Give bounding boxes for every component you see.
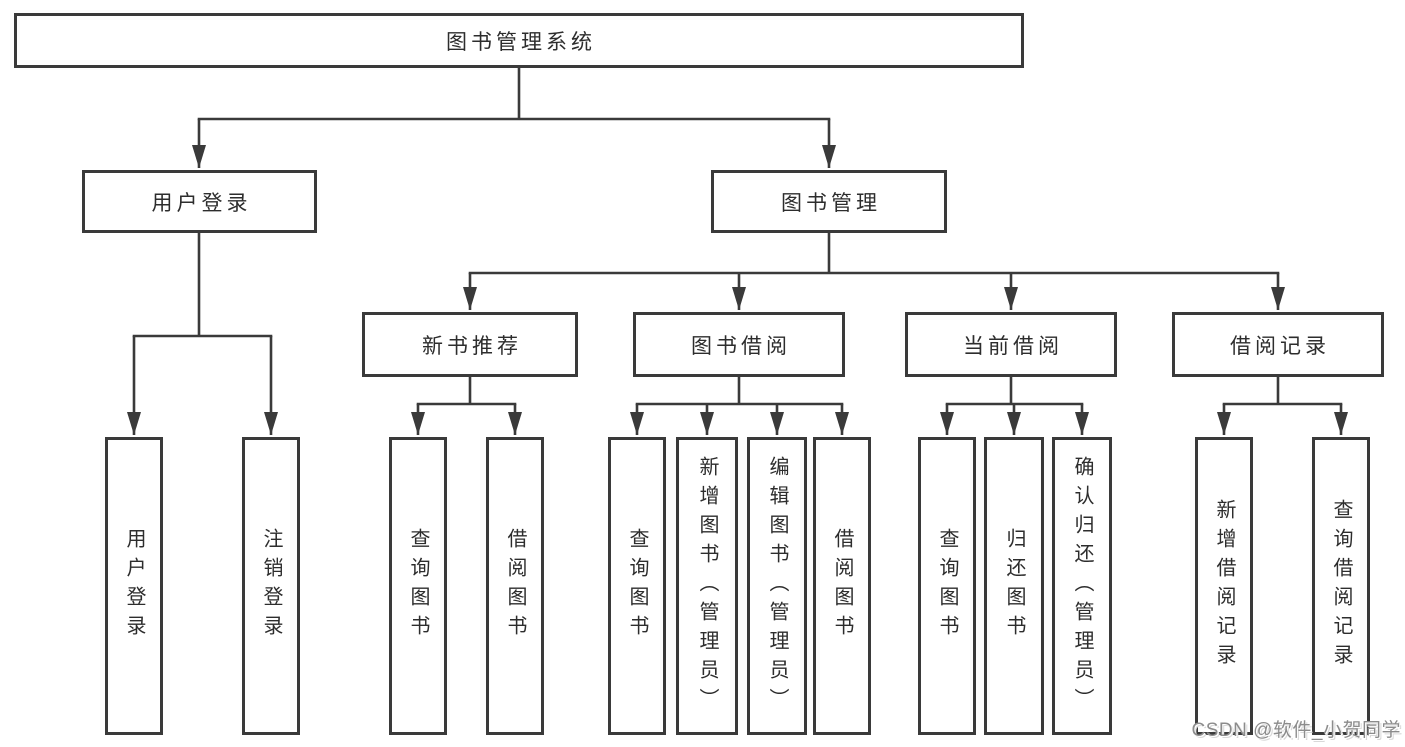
node-label: 新增借阅记录: [1213, 499, 1235, 673]
node-user-login: 用户登录: [82, 170, 317, 233]
node-label: 归还图书: [1003, 528, 1025, 644]
edge-user-login-rail: [132, 231, 273, 338]
node-label: 用户登录: [151, 191, 252, 215]
node-label: 图书管理: [781, 191, 881, 215]
node-current-borrowing: 当前借阅: [905, 312, 1117, 377]
node-label: 查询借阅记录: [1330, 499, 1352, 673]
node-records-add-record: 新增借阅记录: [1195, 437, 1253, 735]
node-label: 新书推荐: [422, 334, 522, 358]
node-recommend-query-books: 查询图书: [389, 437, 447, 735]
edge-records-rail: [1222, 375, 1343, 406]
node-label: 新增图书（管理员）: [696, 455, 718, 717]
node-label: 用户登录: [123, 528, 145, 644]
node-label: 借阅图书: [831, 528, 853, 644]
node-recommend-borrow-books: 借阅图书: [486, 437, 544, 735]
node-borrowing-edit-books-admin: 编辑图书（管理员）: [747, 437, 807, 735]
node-borrowing-records: 借阅记录: [1172, 312, 1384, 377]
node-label: 注销登录: [260, 528, 282, 644]
node-book-borrowing: 图书借阅: [633, 312, 845, 377]
edge-current-borrow-rail: [945, 375, 1084, 406]
csdn-watermark: CSDN @软件_小贺同学: [1191, 720, 1401, 741]
node-current-query-books: 查询图书: [918, 437, 976, 735]
edge-book-borrow-rail: [635, 375, 844, 406]
node-records-query-record: 查询借阅记录: [1312, 437, 1370, 735]
node-book-management: 图书管理: [711, 170, 947, 233]
node-label: 查询图书: [407, 528, 429, 644]
node-current-return-books: 归还图书: [984, 437, 1044, 735]
node-label: 编辑图书（管理员）: [766, 455, 788, 717]
edge-book-mgmt-rail: [468, 231, 1280, 275]
node-current-confirm-return-admin: 确认归还（管理员）: [1052, 437, 1112, 735]
edge-new-book-rail: [416, 375, 517, 406]
node-leaf-logout: 注销登录: [242, 437, 300, 735]
node-label: 确认归还（管理员）: [1071, 455, 1093, 717]
edge-root-rail: [197, 64, 831, 121]
node-label: 借阅图书: [504, 528, 526, 644]
node-borrowing-query-books: 查询图书: [608, 437, 666, 735]
node-label: 查询图书: [936, 528, 958, 644]
node-leaf-user-login: 用户登录: [105, 437, 163, 735]
node-new-book-recommendation: 新书推荐: [362, 312, 578, 377]
node-library-system: 图书管理系统: [14, 13, 1024, 68]
node-borrowing-add-books-admin: 新增图书（管理员）: [676, 437, 738, 735]
node-label: 图书管理系统: [446, 30, 596, 54]
node-borrowing-borrow-books: 借阅图书: [813, 437, 871, 735]
node-label: 当前借阅: [963, 334, 1063, 358]
node-label: 查询图书: [626, 528, 648, 644]
node-label: 借阅记录: [1230, 334, 1330, 358]
node-label: 图书借阅: [691, 334, 791, 358]
